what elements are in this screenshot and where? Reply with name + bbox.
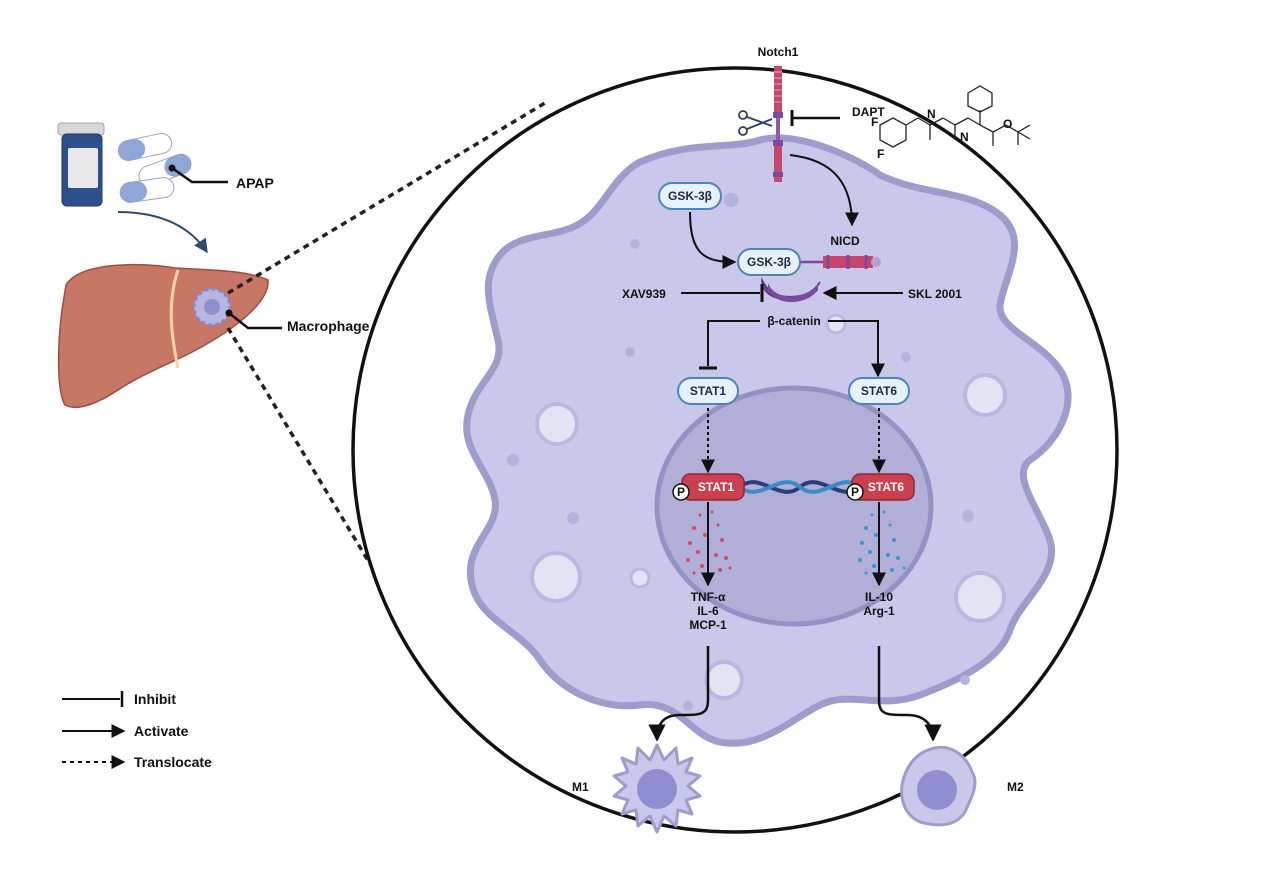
pstat6-label: STAT6 — [868, 480, 905, 494]
gsk3b-activation-arrow — [689, 211, 737, 269]
stat6-node: STAT6 — [848, 377, 910, 405]
beta-catenin-complex-body — [768, 283, 818, 302]
phospho-stat1-icon — [672, 483, 690, 501]
gene-arg1: Arg-1 — [863, 604, 895, 618]
dna-helix-icon — [738, 480, 862, 494]
beta-catenin-activate-stat6 — [828, 320, 885, 378]
gsk3b-complex: GSK-3β — [737, 248, 801, 276]
m2-transcript-dots — [858, 510, 906, 575]
m2-macrophage-icon — [900, 745, 977, 827]
stat1-label: STAT1 — [690, 384, 727, 398]
legend: Inhibit Activate Translocate — [62, 691, 212, 770]
gsk3b-free: GSK-3β — [658, 182, 722, 210]
svg-text:P: P — [677, 485, 685, 499]
macrophage-in-liver-icon — [192, 287, 232, 327]
xav939-label: XAV939 — [622, 287, 666, 301]
dapt-atoms: F F N H N H O — [871, 107, 1012, 161]
m1-macrophage-icon — [612, 743, 702, 834]
svg-text:F: F — [877, 147, 884, 161]
to-m1-arrow — [648, 646, 710, 742]
stat6-label: STAT6 — [861, 384, 898, 398]
skl2001-label: SKL 2001 — [908, 287, 962, 301]
legend-inhibit: Inhibit — [134, 691, 176, 707]
scissors-icon — [738, 110, 773, 136]
pstat1-node: STAT1 P — [672, 473, 745, 501]
svg-text:N: N — [927, 107, 936, 121]
legend-activate: Activate — [134, 723, 189, 739]
m2-label: M2 — [1007, 780, 1024, 794]
nucleus — [654, 385, 934, 627]
notch1-receptor — [773, 66, 783, 182]
notch-to-nicd-arrow — [789, 154, 859, 227]
dapt-label: DAPT — [852, 105, 885, 119]
svg-text:P: P — [851, 485, 859, 499]
gene-il10: IL-10 — [865, 590, 893, 604]
pstat6-node: STAT6 P — [846, 473, 915, 501]
notch1-label: Notch1 — [758, 45, 799, 59]
vesicles — [507, 193, 1007, 711]
nicd-label: NICD — [830, 234, 860, 248]
beta-catenin-label: β-catenin — [767, 314, 820, 328]
svg-text:F: F — [871, 115, 878, 129]
gene-mcp1: MCP-1 — [689, 618, 727, 632]
legend-translocate: Translocate — [134, 754, 212, 770]
beta-catenin-inhibit-stat1 — [707, 320, 760, 366]
capsule-icon — [119, 177, 175, 203]
macrophage-label: Macrophage — [287, 318, 370, 334]
svg-text:O: O — [1003, 117, 1012, 131]
dapt-structure — [879, 85, 1031, 148]
svg-text:N: N — [960, 130, 969, 144]
stat1-node: STAT1 — [677, 377, 739, 405]
m1-label: M1 — [572, 780, 589, 794]
gene-tnfa: TNF-α — [691, 590, 726, 604]
m2-genes: IL-10 Arg-1 — [863, 590, 895, 618]
apap-drug-icon — [57, 122, 228, 207]
to-m2-arrow — [877, 646, 942, 742]
m1-transcript-dots — [686, 510, 732, 575]
gene-il6: IL-6 — [697, 604, 719, 618]
apap-label: APAP — [236, 175, 274, 191]
capsule-icon — [117, 132, 173, 162]
apap-to-liver-arrow — [117, 211, 208, 254]
gsk3b-free-label: GSK-3β — [668, 189, 712, 203]
gsk3b-bound-label: GSK-3β — [747, 255, 791, 269]
phospho-stat6-icon — [846, 483, 864, 501]
pstat1-label: STAT1 — [698, 480, 735, 494]
m1-genes: TNF-α IL-6 MCP-1 — [689, 590, 727, 632]
